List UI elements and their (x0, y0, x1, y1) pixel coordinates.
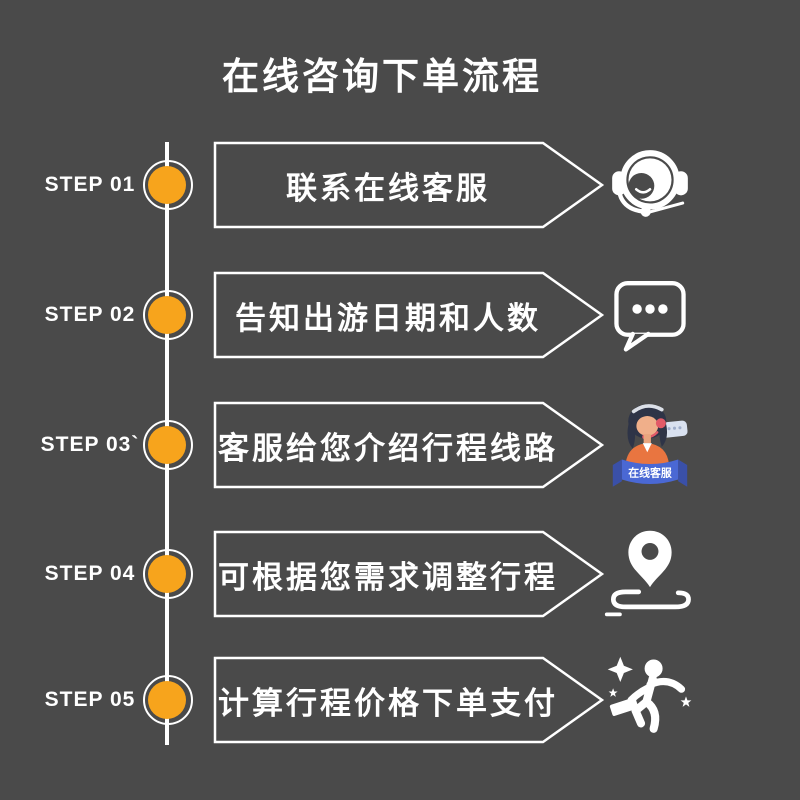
agent-banner-text: 在线客服 (628, 466, 672, 480)
step-label: STEP 04 (44, 562, 136, 585)
step-arrow-box: 可根据您需求调整行程 (213, 530, 605, 618)
step-arrow-box: 客服给您介绍行程线路 (213, 401, 605, 489)
arrow-outline (213, 401, 605, 489)
step-row-2: STEP 02 告知出游日期和人数 (0, 250, 800, 380)
online-agent-icon: 在线客服 (600, 390, 700, 500)
step-text: 告知出游日期和人数 (235, 300, 541, 336)
step-text: 计算行程价格下单支付 (218, 685, 558, 721)
timeline-node (143, 160, 193, 210)
celebration-icon (600, 645, 700, 755)
step-text: 客服给您介绍行程线路 (218, 430, 558, 466)
timeline-node (143, 549, 193, 599)
step-row-4: STEP 04 可根据您需求调整行程 (0, 509, 800, 639)
step-row-3: STEP 03` 客服给您介绍行程线路 (0, 380, 800, 510)
step-label: STEP 02 (44, 303, 136, 326)
arrow-outline (213, 530, 605, 618)
step-label: STEP 01 (44, 173, 136, 196)
step-arrow-box: 告知出游日期和人数 (213, 271, 605, 359)
step-text: 可根据您需求调整行程 (218, 559, 558, 595)
page-title: 在线咨询下单流程 (222, 57, 542, 98)
route-pin-icon (600, 519, 700, 629)
step-arrow-box: 计算行程价格下单支付 (213, 656, 605, 744)
timeline-node (143, 420, 193, 470)
arrow-outline (213, 271, 605, 359)
step-text: 联系在线客服 (286, 170, 490, 206)
headset-icon (600, 130, 700, 240)
chat-bubble-icon (600, 260, 700, 370)
step-row-5: STEP 05 计算行程价格下单支付 (0, 635, 800, 765)
arrow-outline (213, 656, 605, 744)
step-arrow-box: 联系在线客服 (213, 141, 605, 229)
agent-speech-bubble (661, 420, 688, 438)
arrow-outline (213, 141, 605, 229)
timeline-node (143, 675, 193, 725)
timeline-node (143, 290, 193, 340)
step-row-1: STEP 01 联系在线客服 (0, 120, 800, 250)
step-label: STEP 05 (44, 688, 136, 711)
step-label: STEP 03` (40, 433, 140, 456)
